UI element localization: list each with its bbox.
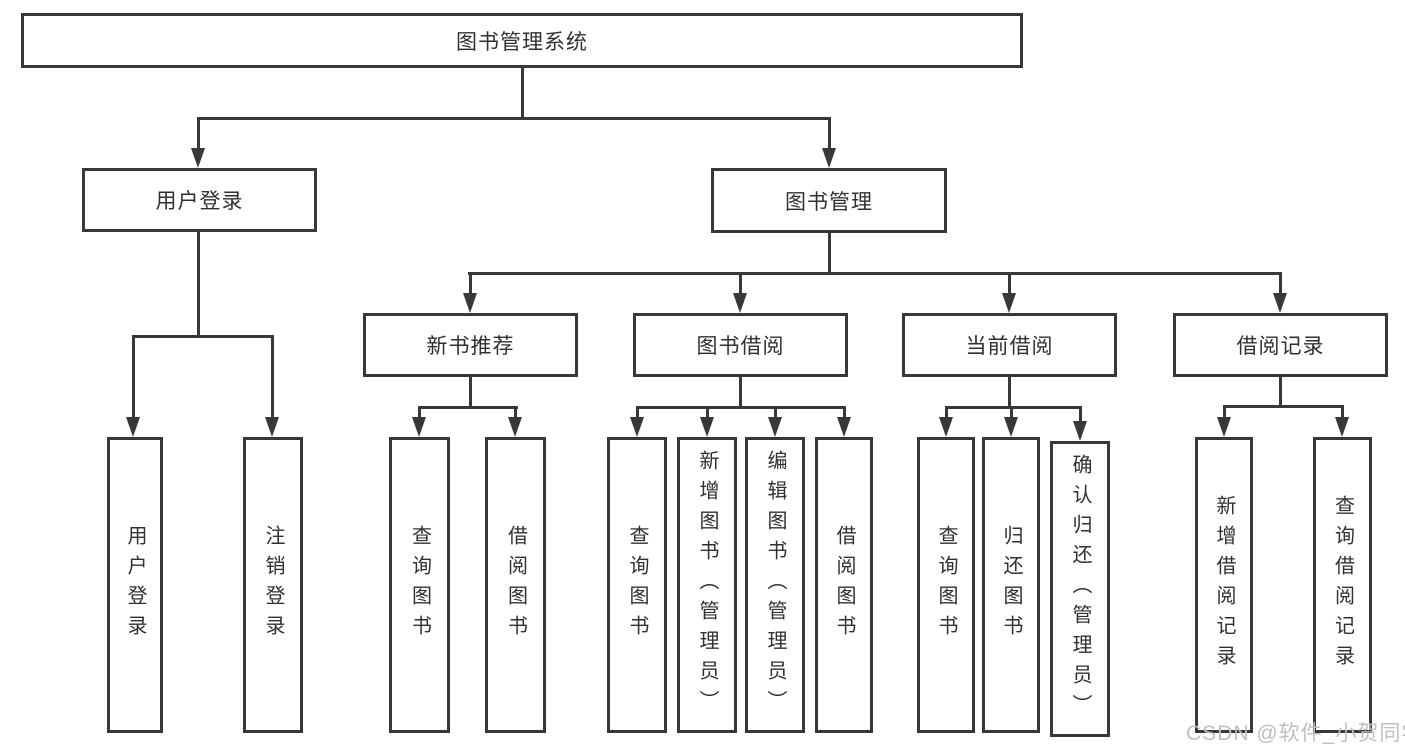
connector-root-stem xyxy=(521,68,524,119)
connector-cur-drop-1 xyxy=(945,406,948,420)
node-label: 图书借阅 xyxy=(696,335,785,358)
leaf-label: 查询图书 xyxy=(626,525,648,645)
node-label: 当前借阅 xyxy=(965,335,1054,358)
leaf-confirm-return-admin: 确认归还（管理员） xyxy=(1050,441,1110,737)
connector-mgmt-stem xyxy=(828,233,831,275)
connector-cur-drop-2 xyxy=(1010,406,1013,420)
arrowhead-bor-query xyxy=(630,417,644,437)
leaf-label: 查询图书 xyxy=(408,525,431,645)
connector-rec-stem xyxy=(469,377,472,409)
connector-l3-drop-2 xyxy=(739,272,742,296)
leaf-label: 编辑图书（管理员） xyxy=(764,450,786,720)
leaf-label: 查询图书 xyxy=(935,525,957,645)
node-label: 图书管理 xyxy=(785,190,873,214)
leaf-label: 借阅图书 xyxy=(504,525,527,645)
arrowhead-rec-borrow xyxy=(508,417,522,437)
arrowhead-user-login xyxy=(191,148,205,168)
leaf-user-login: 用户登录 xyxy=(107,437,163,733)
leaf-query-borrow-record: 查询借阅记录 xyxy=(1313,437,1372,733)
connector-l3-drop-1 xyxy=(469,272,472,296)
connector-l3-drop-3 xyxy=(1008,272,1011,296)
leaf-query-books-3: 查询图书 xyxy=(917,437,975,733)
arrowhead-bor-edit xyxy=(768,417,782,437)
connector-bor-drop-2 xyxy=(706,406,709,420)
connector-l3-hline xyxy=(468,272,1282,275)
node-book-management: 图书管理 xyxy=(711,168,947,233)
connector-bor-drop-4 xyxy=(843,406,846,420)
leaf-query-books-1: 查询图书 xyxy=(389,437,450,733)
leaf-borrow-books-2: 借阅图书 xyxy=(815,437,873,733)
node-label: 图书管理系统 xyxy=(456,30,588,54)
arrowhead-book-management xyxy=(822,148,836,168)
connector-bor-drop-3 xyxy=(774,406,777,420)
arrowhead-new-book-recommendation xyxy=(463,293,477,313)
arrowhead-cur-confirm xyxy=(1073,421,1087,441)
arrowhead-logout-leaf xyxy=(265,417,279,437)
connector-user-stem xyxy=(197,232,200,338)
connector-l2-hline xyxy=(197,117,831,120)
connector-rec-hline xyxy=(418,406,518,409)
connector-bor-hline xyxy=(636,406,846,409)
leaf-label: 归还图书 xyxy=(1000,525,1022,645)
arrowhead-borrowing-records xyxy=(1273,293,1287,313)
node-current-borrowing: 当前借阅 xyxy=(902,313,1117,377)
connector-recd-drop-1 xyxy=(1223,405,1226,420)
arrowhead-rec-query xyxy=(412,417,426,437)
arrowhead-bor-add xyxy=(700,417,714,437)
connector-bor-stem xyxy=(739,377,742,409)
connector-cur-stem xyxy=(1008,377,1011,409)
arrowhead-current-borrowing xyxy=(1002,293,1016,313)
leaf-label: 确认归还（管理员） xyxy=(1069,454,1091,724)
leaf-add-borrow-record: 新增借阅记录 xyxy=(1195,437,1253,733)
arrowhead-cur-return xyxy=(1004,417,1018,437)
connector-l2-drop-mgmt xyxy=(828,117,831,150)
connector-l3-drop-4 xyxy=(1279,272,1282,296)
connector-recd-stem xyxy=(1279,377,1282,408)
connector-recd-drop-2 xyxy=(1341,405,1344,420)
arrowhead-bor-borrow xyxy=(837,417,851,437)
leaf-label: 用户登录 xyxy=(124,525,146,645)
arrowhead-recd-add xyxy=(1217,417,1231,437)
connector-user-drop-1 xyxy=(132,335,135,419)
connector-user-hline xyxy=(133,335,274,338)
arrowhead-recd-query xyxy=(1335,417,1349,437)
connector-user-drop-2 xyxy=(271,335,274,419)
leaf-edit-books-admin: 编辑图书（管理员） xyxy=(745,437,805,733)
connector-rec-drop-1 xyxy=(418,406,421,420)
node-label: 借阅记录 xyxy=(1236,335,1325,358)
node-root-library-management-system: 图书管理系统 xyxy=(21,13,1023,68)
node-label: 新书推荐 xyxy=(426,335,515,358)
leaf-borrow-books-1: 借阅图书 xyxy=(485,437,546,733)
connector-bor-drop-1 xyxy=(636,406,639,420)
leaf-add-books-admin: 新增图书（管理员） xyxy=(677,437,737,733)
connector-rec-drop-2 xyxy=(514,406,517,420)
connector-recd-hline xyxy=(1223,405,1344,408)
connector-l2-drop-user xyxy=(197,117,200,150)
leaf-label: 新增借阅记录 xyxy=(1213,495,1235,675)
leaf-label: 新增图书（管理员） xyxy=(696,450,718,720)
arrowhead-user-login-leaf xyxy=(126,417,140,437)
node-user-login: 用户登录 xyxy=(82,168,317,232)
leaf-logout: 注销登录 xyxy=(243,437,303,733)
node-book-borrowing: 图书借阅 xyxy=(633,313,848,377)
leaf-query-books-2: 查询图书 xyxy=(607,437,667,733)
arrowhead-cur-query xyxy=(939,417,953,437)
leaf-label: 注销登录 xyxy=(262,525,284,645)
leaf-return-books: 归还图书 xyxy=(982,437,1040,733)
node-borrowing-records: 借阅记录 xyxy=(1173,313,1388,377)
node-new-book-recommendation: 新书推荐 xyxy=(363,313,578,377)
connector-cur-drop-3 xyxy=(1079,406,1082,424)
connector-cur-hline xyxy=(945,406,1082,409)
leaf-label: 借阅图书 xyxy=(833,525,855,645)
arrowhead-book-borrowing xyxy=(733,293,747,313)
csdn-watermark: CSDN @软件_小贺同学 xyxy=(1186,722,1405,745)
leaf-label: 查询借阅记录 xyxy=(1331,495,1354,675)
node-label: 用户登录 xyxy=(155,190,244,213)
